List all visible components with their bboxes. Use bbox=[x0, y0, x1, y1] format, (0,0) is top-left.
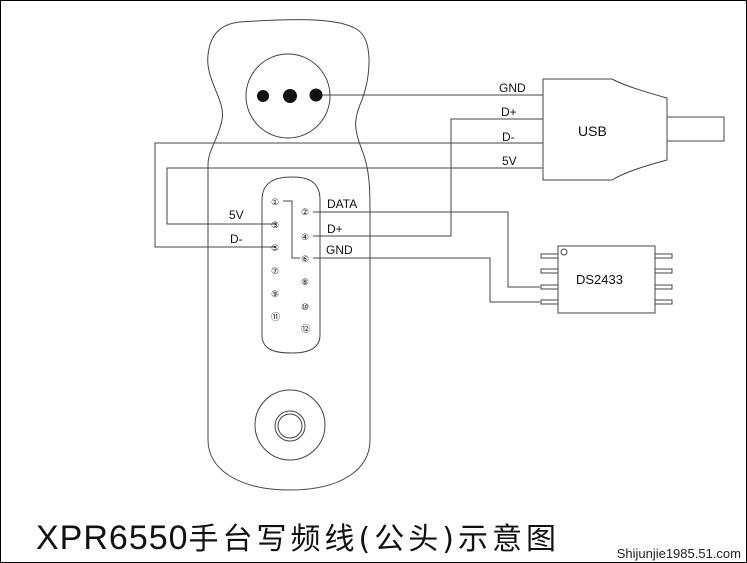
pin-1: ① bbox=[271, 198, 279, 208]
contact-dot-2 bbox=[283, 89, 297, 103]
diagram-title: XPR6550手台写频线(公头)示意图 bbox=[36, 514, 560, 558]
usb-label: USB bbox=[578, 123, 607, 139]
wire-data bbox=[313, 211, 540, 288]
chip-label: DS2433 bbox=[576, 272, 623, 287]
title-model: XPR6550 bbox=[36, 519, 189, 557]
chip-pins-right bbox=[654, 253, 673, 305]
usb-pin-dminus: D- bbox=[502, 130, 515, 144]
usb-connector-body bbox=[542, 78, 668, 181]
knob-outer bbox=[254, 389, 326, 461]
contact-dot-3 bbox=[309, 88, 323, 102]
pin-12: ⑫ bbox=[301, 324, 310, 335]
wire-gnd-chip bbox=[313, 257, 540, 303]
wire-d-plus bbox=[313, 118, 543, 237]
knob-inner bbox=[274, 410, 306, 442]
title-description: 手台写频线(公头)示意图 bbox=[188, 522, 560, 557]
contact-dot-1 bbox=[257, 90, 269, 102]
pin-10: ⑩ bbox=[301, 303, 309, 313]
pin-8: ⑧ bbox=[301, 278, 309, 288]
wire-d-minus bbox=[154, 142, 543, 248]
label-pin5-dminus: D- bbox=[230, 232, 243, 246]
label-pin2-data: DATA bbox=[327, 197, 357, 211]
usb-plug bbox=[666, 116, 725, 142]
ds2433-chip-body bbox=[557, 245, 656, 314]
pin-6: ⑥ bbox=[301, 255, 309, 265]
pin-5: ⑤ bbox=[271, 244, 279, 254]
chip-pins-left bbox=[540, 253, 559, 305]
pin-7: ⑦ bbox=[271, 267, 279, 277]
pin-connector-housing bbox=[261, 176, 321, 354]
pin-3: ③ bbox=[271, 221, 279, 231]
pin-4: ④ bbox=[301, 233, 309, 243]
wire-pin1-pin6 bbox=[283, 200, 300, 259]
wire-5v bbox=[166, 167, 543, 225]
label-pin3-5v: 5V bbox=[229, 208, 244, 222]
pin-2: ② bbox=[301, 208, 309, 218]
top-connector-circle bbox=[245, 53, 331, 139]
usb-pin-5v: 5V bbox=[502, 154, 517, 168]
chip-pin1-marker bbox=[560, 248, 568, 256]
pin-11: ⑪ bbox=[271, 312, 280, 323]
pin-9: ⑨ bbox=[271, 290, 279, 300]
label-pin6-gnd: GND bbox=[326, 243, 353, 257]
radio-body-outline bbox=[207, 19, 371, 491]
usb-pin-dplus: D+ bbox=[501, 105, 517, 119]
label-pin4-dplus: D+ bbox=[327, 222, 343, 236]
usb-pin-gnd: GND bbox=[499, 81, 526, 95]
watermark: Shijunjie1985.51.com bbox=[616, 546, 741, 561]
knob-core bbox=[277, 413, 303, 439]
